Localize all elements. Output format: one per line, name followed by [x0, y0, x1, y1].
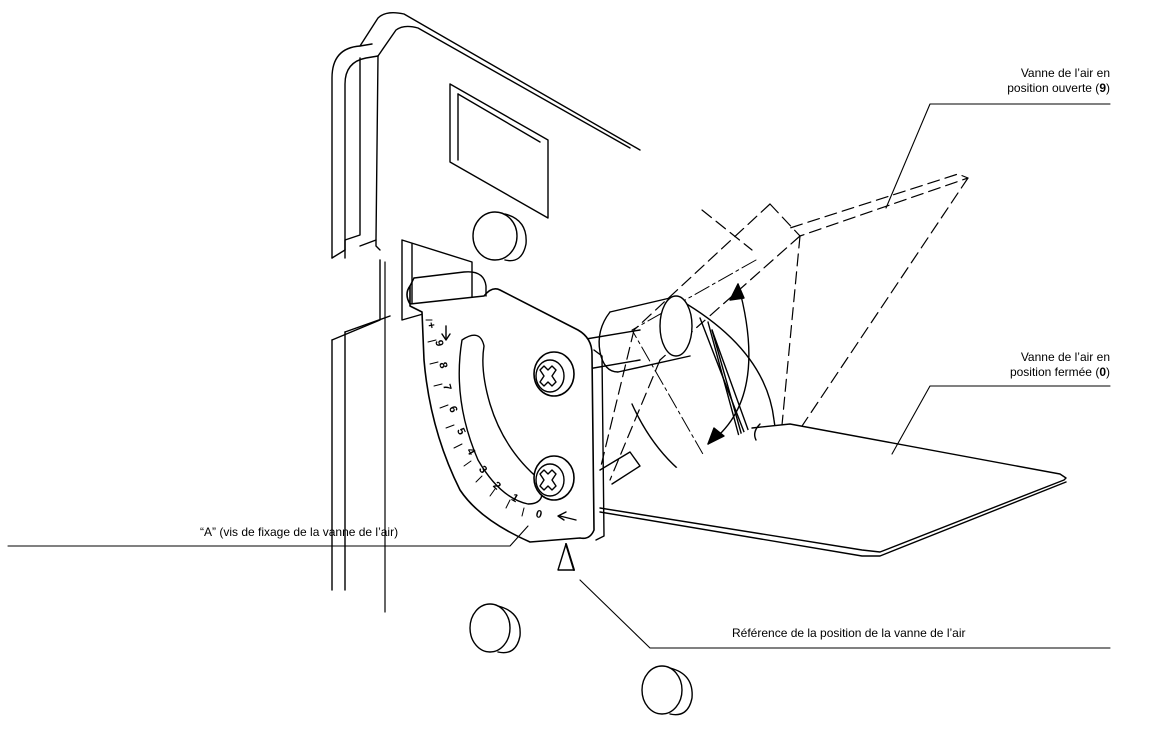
label-open-line2: position ouverte (9) — [930, 81, 1110, 96]
label-closed-value: 0 — [1099, 365, 1106, 379]
dial-number-0: 0 — [534, 508, 543, 521]
screw-upper — [533, 351, 575, 397]
dial-number-5: 5 — [454, 426, 467, 436]
center-line — [631, 259, 757, 471]
rotation-arrow — [707, 283, 750, 445]
label-open-value: 9 — [1099, 81, 1106, 95]
label-closed-line2: position fermée (0) — [930, 365, 1110, 380]
dial-number-9: 9 — [432, 339, 445, 347]
screw-a — [533, 455, 575, 501]
label-closed-prefix: position fermée ( — [1009, 365, 1100, 379]
dial-plate — [406, 271, 605, 543]
dial-number-7: 7 — [440, 383, 453, 392]
reference-pointer — [557, 543, 575, 571]
label-open-line1: Vanne de l’air en — [1020, 66, 1110, 80]
dial-plus-mark: + — [424, 321, 437, 329]
leader-open-position — [885, 103, 1111, 209]
deflector-plate-closed — [599, 423, 1067, 557]
leader-closed-position — [891, 385, 1111, 455]
knob-upper — [472, 211, 527, 262]
leader-reference — [579, 579, 1111, 649]
dial-number-1: 1 — [509, 492, 520, 505]
label-open-position: Vanne de l’air en position ouverte (9) — [930, 66, 1110, 96]
leader-screw-a — [7, 525, 529, 547]
label-closed-line1: Vanne de l’air en — [1020, 350, 1110, 364]
label-closed-suffix: ) — [1106, 365, 1110, 379]
knob-lower-left — [469, 603, 521, 654]
panel-window — [449, 83, 549, 219]
label-open-prefix: position ouverte ( — [1007, 81, 1100, 95]
valve-shaft — [579, 295, 693, 485]
dial-number-6: 6 — [446, 405, 459, 415]
dial-ticks — [425, 319, 525, 517]
label-closed-position: Vanne de l’air en position fermée (0) — [930, 350, 1110, 380]
label-open-suffix: ) — [1106, 81, 1110, 95]
label-screw-a: “A” (vis de fixage de la vanne de l’air) — [200, 525, 399, 539]
dial-number-8: 8 — [436, 361, 449, 370]
label-reference: Référence de la position de la vanne de … — [732, 626, 966, 640]
knob-lower-right — [641, 665, 693, 716]
leader-lines — [7, 103, 1111, 649]
dial-direction-arrows — [441, 325, 577, 521]
cabinet-frame — [331, 11, 641, 613]
